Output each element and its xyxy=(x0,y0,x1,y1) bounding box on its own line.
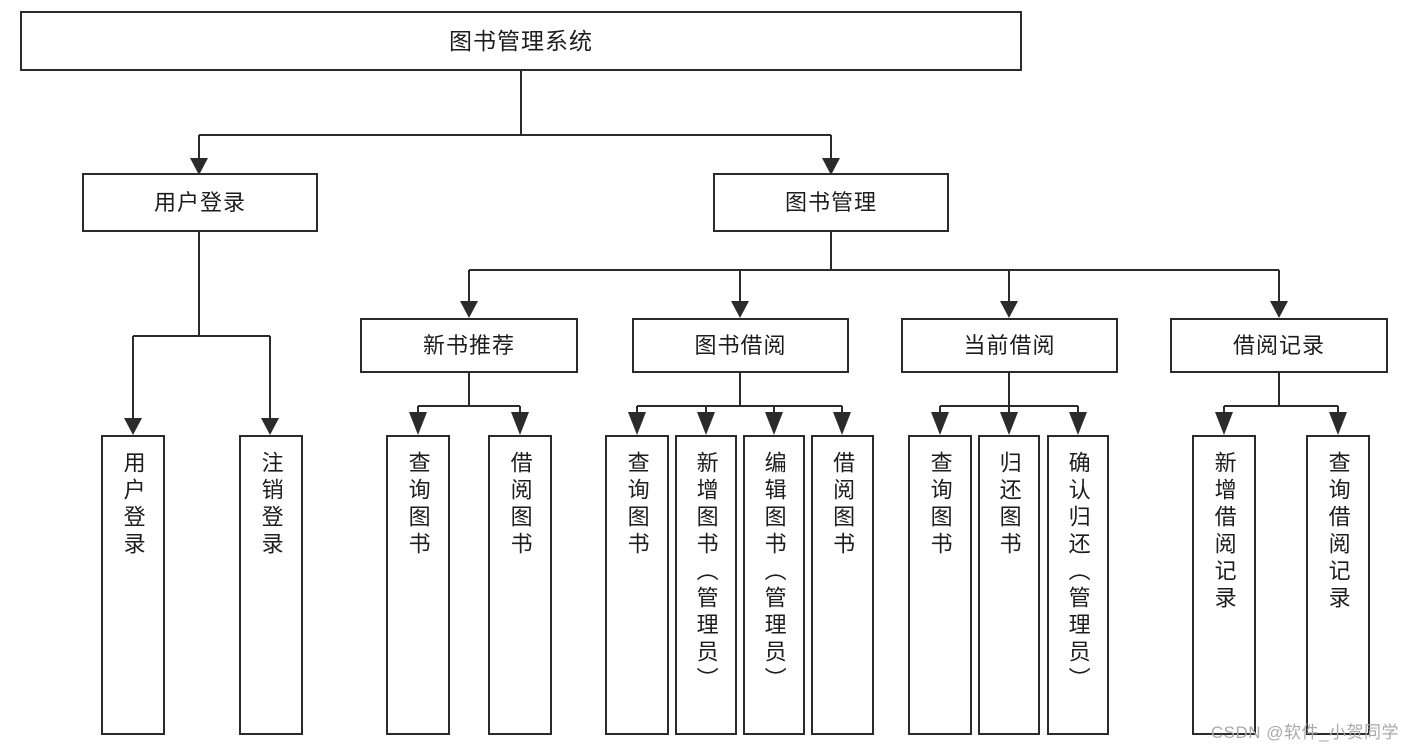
arrow-bb-4 xyxy=(833,412,851,435)
leaf-label: 查询图书 xyxy=(624,451,650,559)
leaf-label: 借阅图书 xyxy=(830,451,856,559)
node-book-management-label: 图书管理 xyxy=(784,189,877,215)
leaf-book-borrow-borrow[interactable]: 借阅图书 xyxy=(811,435,874,735)
leaf-borrow-record-query[interactable]: 查询借阅记录 xyxy=(1306,435,1370,735)
arrow-bb-2 xyxy=(697,412,715,435)
node-root[interactable]: 图书管理系统 xyxy=(20,11,1022,71)
node-book-borrow[interactable]: 图书借阅 xyxy=(632,318,849,373)
node-current-borrow[interactable]: 当前借阅 xyxy=(901,318,1118,373)
arrow-br-2 xyxy=(1329,412,1347,435)
leaf-label: 用户登录 xyxy=(120,451,146,559)
leaf-current-borrow-return[interactable]: 归还图书 xyxy=(978,435,1040,735)
arrow-l3-4 xyxy=(1270,301,1288,318)
node-new-book-recommend-label: 新书推荐 xyxy=(422,332,515,358)
leaf-user-login-logout[interactable]: 注销登录 xyxy=(239,435,303,735)
leaf-new-book-query[interactable]: 查询图书 xyxy=(386,435,450,735)
arrow-bb-1 xyxy=(628,412,646,435)
node-user-login[interactable]: 用户登录 xyxy=(82,173,318,232)
leaf-label: 查询图书 xyxy=(405,451,431,559)
node-book-borrow-label: 图书借阅 xyxy=(694,332,787,358)
leaf-label: 注销登录 xyxy=(258,451,284,559)
node-current-borrow-label: 当前借阅 xyxy=(963,332,1056,358)
arrow-l3-1 xyxy=(460,301,478,318)
leaf-label: 编辑图书（管理员） xyxy=(761,451,787,694)
arrow-cb-1 xyxy=(931,412,949,435)
arrow-l3-2 xyxy=(731,301,749,318)
leaf-label: 借阅图书 xyxy=(507,451,533,559)
leaf-label: 新增借阅记录 xyxy=(1211,451,1237,613)
node-user-login-label: 用户登录 xyxy=(153,189,246,215)
leaf-user-login-login[interactable]: 用户登录 xyxy=(101,435,165,735)
node-borrow-record[interactable]: 借阅记录 xyxy=(1170,318,1388,373)
arrow-cb-3 xyxy=(1069,412,1087,435)
leaf-label: 归还图书 xyxy=(996,451,1022,559)
leaf-book-borrow-query[interactable]: 查询图书 xyxy=(605,435,669,735)
leaf-current-borrow-query[interactable]: 查询图书 xyxy=(908,435,972,735)
node-new-book-recommend[interactable]: 新书推荐 xyxy=(360,318,578,373)
node-root-label: 图书管理系统 xyxy=(449,27,593,54)
arrow-nb-2 xyxy=(511,412,529,435)
leaf-label: 确认归还（管理员） xyxy=(1065,451,1091,694)
arrow-ul-2 xyxy=(261,418,279,435)
csdn-watermark: CSDN @软件_小贺同学 xyxy=(1210,723,1399,742)
leaf-new-book-borrow[interactable]: 借阅图书 xyxy=(488,435,552,735)
arrow-cb-2 xyxy=(1000,412,1018,435)
leaf-label: 新增图书（管理员） xyxy=(693,451,719,694)
leaf-book-borrow-edit[interactable]: 编辑图书（管理员） xyxy=(743,435,805,735)
leaf-current-borrow-confirm[interactable]: 确认归还（管理员） xyxy=(1047,435,1109,735)
arrow-l3-3 xyxy=(1000,301,1018,318)
leaf-book-borrow-add[interactable]: 新增图书（管理员） xyxy=(675,435,737,735)
node-book-management[interactable]: 图书管理 xyxy=(713,173,949,232)
arrow-bb-3 xyxy=(765,412,783,435)
leaf-label: 查询借阅记录 xyxy=(1325,451,1351,613)
arrow-ul-1 xyxy=(124,418,142,435)
arrow-br-1 xyxy=(1215,412,1233,435)
node-borrow-record-label: 借阅记录 xyxy=(1232,332,1325,358)
arrow-nb-1 xyxy=(409,412,427,435)
leaf-borrow-record-add[interactable]: 新增借阅记录 xyxy=(1192,435,1256,735)
leaf-label: 查询图书 xyxy=(927,451,953,559)
